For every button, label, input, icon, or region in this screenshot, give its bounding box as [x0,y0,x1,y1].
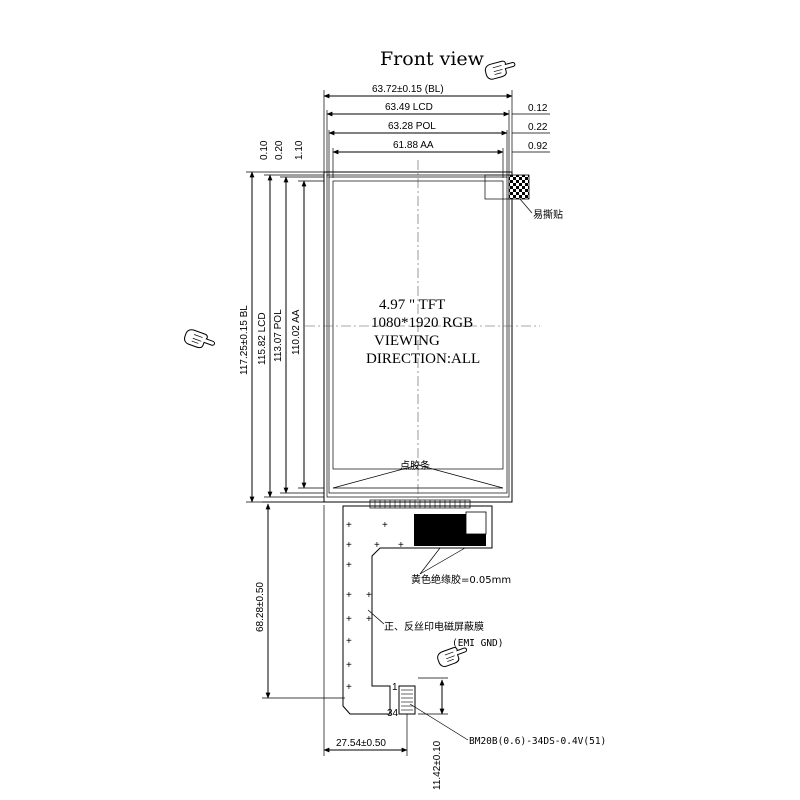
dim-pol-height: 113.07 POL [273,309,284,362]
left-dimensions: 117.25±0.15 BL 115.82 LCD 113.07 POL 110… [239,171,324,503]
dim-aa-side: 0.92 [528,141,548,152]
panel-spec-text: 4.97 " TFT 1080*1920 RGB VIEWING DIRECTI… [366,297,480,367]
panel-resolution: 1080*1920 RGB [371,315,473,331]
svg-text:+: + [346,636,352,647]
svg-text:+: + [374,540,380,551]
top-left-offsets: 0.10 0.20 1.10 [259,140,305,160]
panel-size: 4.97 " TFT [379,297,445,313]
svg-text:+: + [366,590,372,601]
dim-connector-height: 11.42±0.10 [432,740,443,790]
pin-34-label: 34 [387,708,399,719]
svg-text:+: + [346,660,352,671]
glue-label: 点胶条 [400,459,430,472]
svg-text:+: + [346,614,352,625]
dim-fpc-height: 68.28±0.50 [255,582,266,632]
pointing-hand-icon [182,327,217,353]
svg-text:+: + [346,590,352,601]
tab-label: 易撕贴 [533,208,563,221]
offset-1: 0.20 [274,140,285,160]
fpc-connector: 1 34 BM20B(0.6)-34DS-0.4V(51) [387,682,606,747]
dim-lcd-width: 63.49 LCD [385,102,433,113]
panel-direction: DIRECTION:ALL [366,351,480,367]
svg-text:+: + [382,520,388,531]
offset-0: 0.10 [259,140,270,160]
diagram-title: Front view [380,48,485,70]
svg-text:+: + [346,520,352,531]
pin-1-label: 1 [392,682,398,693]
dim-lcd-side: 0.12 [528,103,548,114]
svg-text:+: + [398,540,404,551]
emi-gnd-note: (EMI GND) [452,638,503,649]
lcd-panel: 点胶条 [305,160,540,505]
tape-note: 黄色绝缘胶=0.05mm [411,573,511,586]
svg-text:+: + [366,614,372,625]
dim-fpc-offset: 27.54±0.50 [336,738,386,749]
dim-pol-width: 63.28 POL [388,121,436,132]
svg-text:+: + [346,560,352,571]
fpc-plus-marks: +++ +++ + ++ ++ + + + [346,520,452,693]
dim-aa-width: 61.88 AA [393,140,434,151]
panel-viewing: VIEWING [374,333,440,349]
connector-part-label: BM20B(0.6)-34DS-0.4V(51) [469,736,606,747]
offset-2: 1.10 [294,140,305,160]
fpc-cable: +++ +++ + ++ ++ + + + 黄色绝缘胶=0.05mm 正、反丝印… [342,499,511,715]
peel-tab: 易撕贴 [484,174,563,221]
svg-text:+: + [346,540,352,551]
pointing-hand-icon [483,57,518,81]
dim-bl-height: 117.25±0.15 BL [239,305,250,375]
top-dimensions: 63.72±0.15 (BL) 63.49 LCD 0.12 63.28 POL… [323,84,550,178]
dim-bl-width: 63.72±0.15 (BL) [372,84,444,95]
svg-text:+: + [446,520,452,531]
svg-text:+: + [346,682,352,693]
emi-note: 正、反丝印电磁屏蔽膜 [384,620,484,633]
fpc-dimensions: 68.28±0.50 27.54±0.50 11.42±0.10 [255,501,448,790]
dim-aa-height: 110.02 AA [291,309,302,355]
dim-pol-side: 0.22 [528,122,548,133]
dim-lcd-height: 115.82 LCD [257,312,268,365]
